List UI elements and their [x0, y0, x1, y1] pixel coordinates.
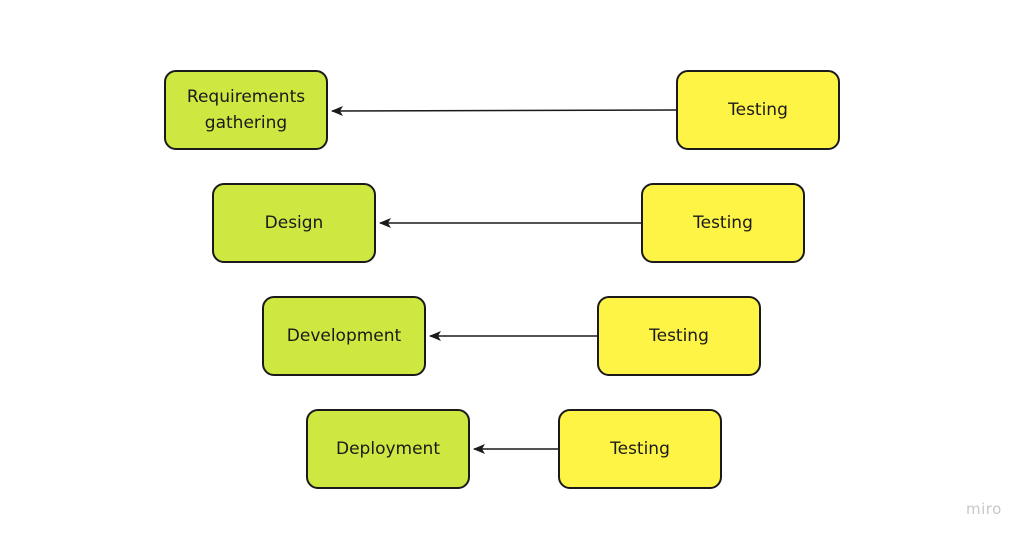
testing-requirements[interactable]: Testing [676, 70, 840, 150]
phase-development[interactable]: Development [262, 296, 426, 376]
testing-label: Testing [728, 100, 788, 120]
phase-label: Development [286, 326, 402, 346]
phase-label: Requirements gathering [186, 87, 306, 133]
phase-design[interactable]: Design [212, 183, 376, 263]
phase-label: Deployment [336, 439, 440, 459]
testing-label: Testing [649, 326, 709, 346]
phase-requirements-gathering[interactable]: Requirements gathering [164, 70, 328, 150]
testing-design[interactable]: Testing [641, 183, 805, 263]
testing-development[interactable]: Testing [597, 296, 761, 376]
testing-label: Testing [693, 213, 753, 233]
arrow-testing-to-requirements [331, 105, 677, 116]
testing-label: Testing [610, 439, 670, 459]
testing-deployment[interactable]: Testing [558, 409, 722, 489]
phase-deployment[interactable]: Deployment [306, 409, 470, 489]
phase-label: Design [264, 213, 324, 233]
miro-watermark: miro [966, 500, 1002, 518]
